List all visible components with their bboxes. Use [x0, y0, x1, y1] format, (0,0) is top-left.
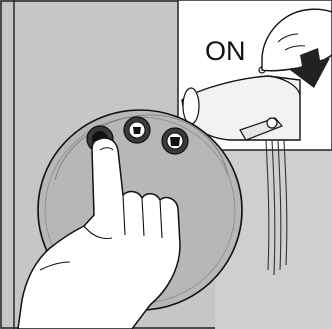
button-cup[interactable]	[124, 117, 150, 143]
on-label: ON	[205, 36, 246, 66]
button-large-cup[interactable]	[162, 128, 188, 154]
power-switch-inset: ON	[178, 0, 332, 150]
cup-icon	[133, 127, 141, 134]
large-cup-icon	[170, 137, 180, 146]
